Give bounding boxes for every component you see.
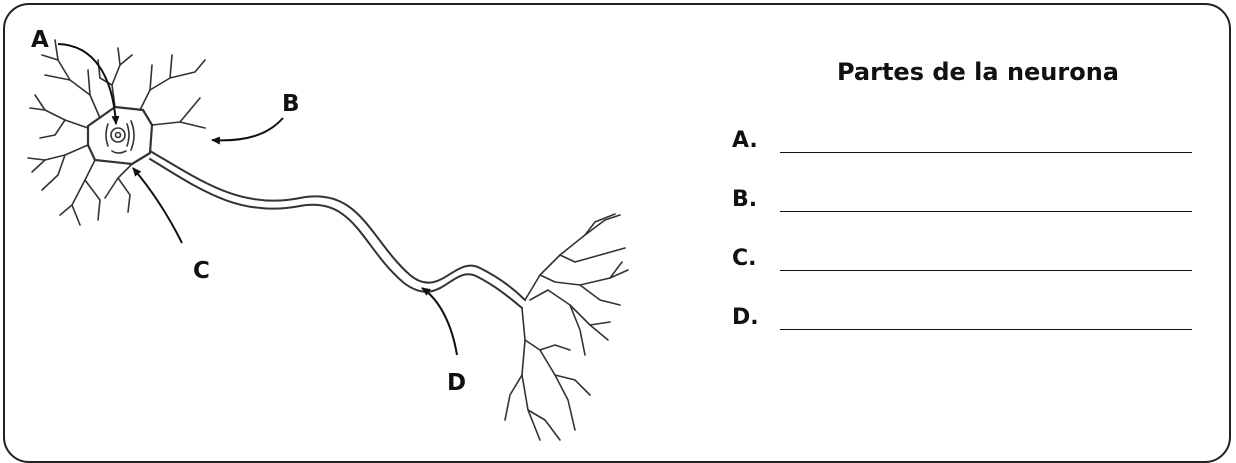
answer-row-d: D. (732, 305, 1202, 364)
neuron-diagram: A B C D (27, 27, 629, 441)
page-title: Partes de la neurona (836, 58, 1119, 86)
label-b: B (282, 91, 300, 117)
label-d: D (447, 370, 466, 396)
answer-blank-b[interactable] (780, 211, 1192, 212)
answer-blank-d[interactable] (780, 329, 1192, 330)
arrow-a (57, 43, 120, 125)
answer-blank-c[interactable] (780, 270, 1192, 271)
answer-label-d: D. (732, 305, 759, 330)
cell-body (86, 105, 154, 166)
arrow-c (132, 167, 183, 244)
dendrites (27, 39, 206, 226)
answer-blank-a[interactable] (780, 152, 1192, 153)
arrow-d (421, 287, 458, 356)
axon-terminals (504, 213, 629, 441)
label-a: A (31, 27, 49, 53)
axon (149, 150, 526, 309)
nucleus (110, 127, 126, 143)
answer-list: A. B. C. D. (732, 128, 1202, 364)
label-c: C (193, 258, 210, 284)
answer-label-c: C. (732, 246, 757, 271)
answer-row-b: B. (732, 187, 1202, 246)
answer-row-a: A. (732, 128, 1202, 187)
arrow-b (211, 117, 284, 145)
answer-label-b: B. (732, 187, 758, 212)
answer-row-c: C. (732, 246, 1202, 305)
answer-label-a: A. (732, 128, 758, 153)
worksheet-card (3, 3, 1231, 463)
